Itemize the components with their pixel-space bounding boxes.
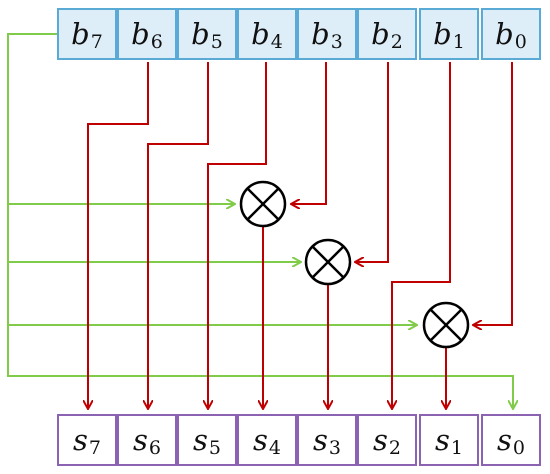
wire-b1-s2 [392, 62, 451, 408]
input-bit-symbol: b [251, 17, 270, 51]
data-wires [88, 62, 513, 408]
wire-b4-s5 [208, 62, 267, 408]
xor-gate-2 [304, 238, 352, 286]
input-bit-symbol: b [311, 17, 330, 51]
output-bit-symbol: s [313, 423, 328, 457]
input-bit-symbol: b [433, 17, 452, 51]
input-bit-symbol: b [371, 17, 390, 51]
wire-b0-xor3 [474, 62, 513, 325]
wire-b5-s6 [148, 62, 209, 408]
wire-b3-xor1 [292, 62, 327, 204]
output-bit-symbol: s [193, 423, 208, 457]
xor-circle-icon [422, 301, 470, 349]
output-bit-symbol: s [497, 423, 512, 457]
output-bit-symbol: s [435, 423, 450, 457]
input-bit-symbol: b [495, 17, 514, 51]
xor-gate-3 [422, 301, 470, 349]
xor-circle-icon [239, 180, 287, 228]
feedback-wires [7, 33, 513, 408]
wire-b6-s7 [88, 62, 149, 408]
xor-gate-1 [239, 180, 287, 228]
output-bit-symbol: s [253, 423, 268, 457]
wire-b2-xor2 [356, 62, 389, 262]
input-bit-symbol: b [71, 17, 90, 51]
input-bit-symbol: b [131, 17, 150, 51]
output-bit-symbol: s [373, 423, 388, 457]
xor-circle-icon [304, 238, 352, 286]
feedback-trunk [7, 33, 513, 408]
output-bit-symbol: s [133, 423, 148, 457]
output-bit-symbol: s [73, 423, 88, 457]
input-bit-symbol: b [191, 17, 210, 51]
